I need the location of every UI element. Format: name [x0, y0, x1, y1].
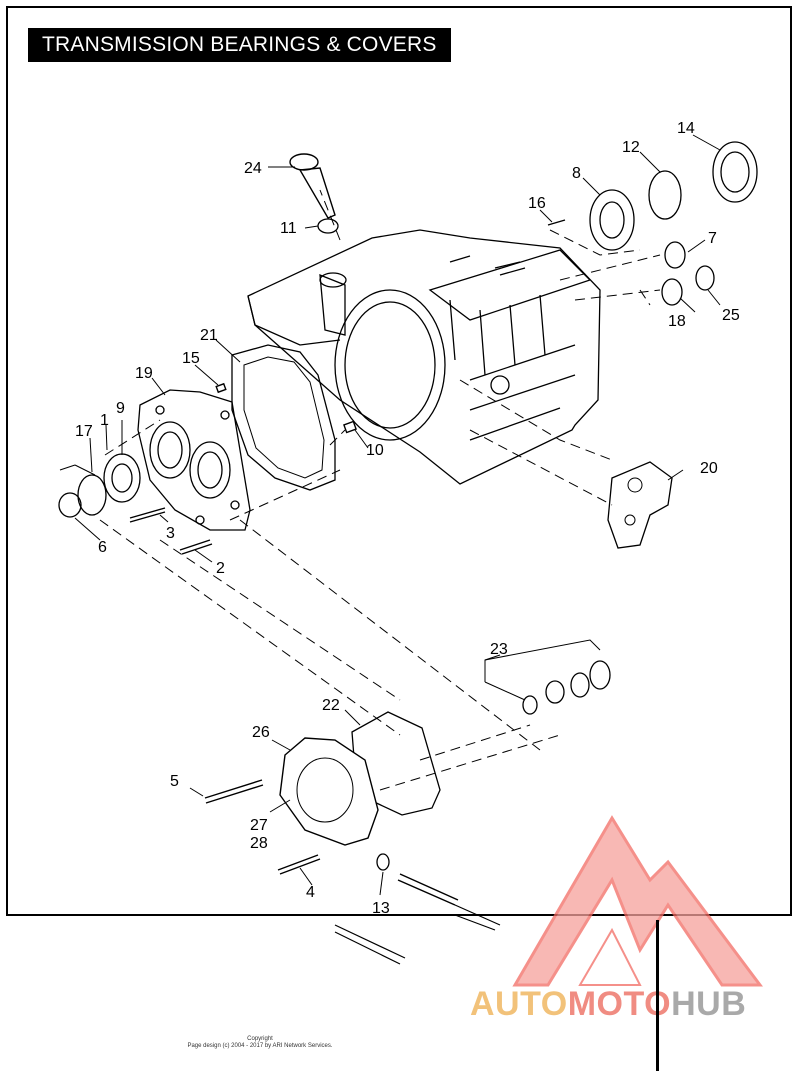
transmission-top-cover	[279, 737, 379, 846]
logo-mark	[512, 815, 763, 987]
callout-18: 18	[668, 313, 686, 330]
callout-8: 8	[572, 165, 581, 182]
bearings-and-seals	[58, 141, 758, 871]
vertical-divider	[656, 920, 659, 1071]
clutch-cable	[334, 904, 501, 965]
callout-17: 17	[75, 423, 93, 440]
callout-12: 12	[622, 139, 640, 156]
copyright-notice: Copyright Page design (c) 2004 - 2017 by…	[160, 1036, 360, 1050]
callout-20: 20	[700, 460, 718, 477]
callout-6: 6	[98, 539, 107, 556]
callout-15: 15	[182, 350, 200, 367]
copyright-line-2: Page design (c) 2004 - 2017 by ARI Netwo…	[187, 1043, 333, 1049]
callout-14: 14	[677, 120, 695, 137]
page-title: TRANSMISSION BEARINGS & COVERS	[28, 28, 451, 62]
assembly-lines	[99, 189, 661, 791]
callout-9: 9	[116, 400, 125, 417]
callout-13: 13	[372, 900, 390, 917]
side-door	[137, 389, 251, 531]
callout-7: 7	[708, 230, 717, 247]
callout-26: 26	[252, 724, 270, 741]
callout-2: 2	[216, 560, 225, 577]
logo-moto: MOTO	[567, 985, 672, 1023]
callout-4: 4	[306, 884, 315, 901]
gasket-20	[607, 461, 673, 549]
logo-text: AUTOMOTOHUB	[470, 985, 746, 1024]
callout-5: 5	[170, 773, 179, 790]
callout-27: 27	[250, 817, 268, 834]
callout-3: 3	[166, 525, 175, 542]
transmission-case	[247, 229, 601, 485]
callout-22: 22	[322, 697, 340, 714]
callout-16: 16	[528, 195, 546, 212]
gasket-21	[231, 344, 336, 491]
logo-auto: AUTO	[470, 985, 568, 1023]
diagram-frame	[6, 6, 792, 916]
callout-11: 11	[280, 220, 297, 237]
callout-25: 25	[722, 307, 740, 324]
callout-19: 19	[135, 365, 153, 382]
callout-24: 24	[244, 160, 262, 177]
callout-21: 21	[200, 327, 218, 344]
callout-1: 1	[100, 412, 109, 429]
leader-lines	[59, 134, 721, 896]
logo-hub: HUB	[671, 985, 747, 1023]
callout-28: 28	[250, 835, 268, 852]
fasteners	[129, 153, 566, 906]
copyright-line-1: Copyright	[247, 1036, 273, 1042]
callout-10: 10	[366, 442, 384, 459]
callout-23: 23	[490, 641, 508, 658]
